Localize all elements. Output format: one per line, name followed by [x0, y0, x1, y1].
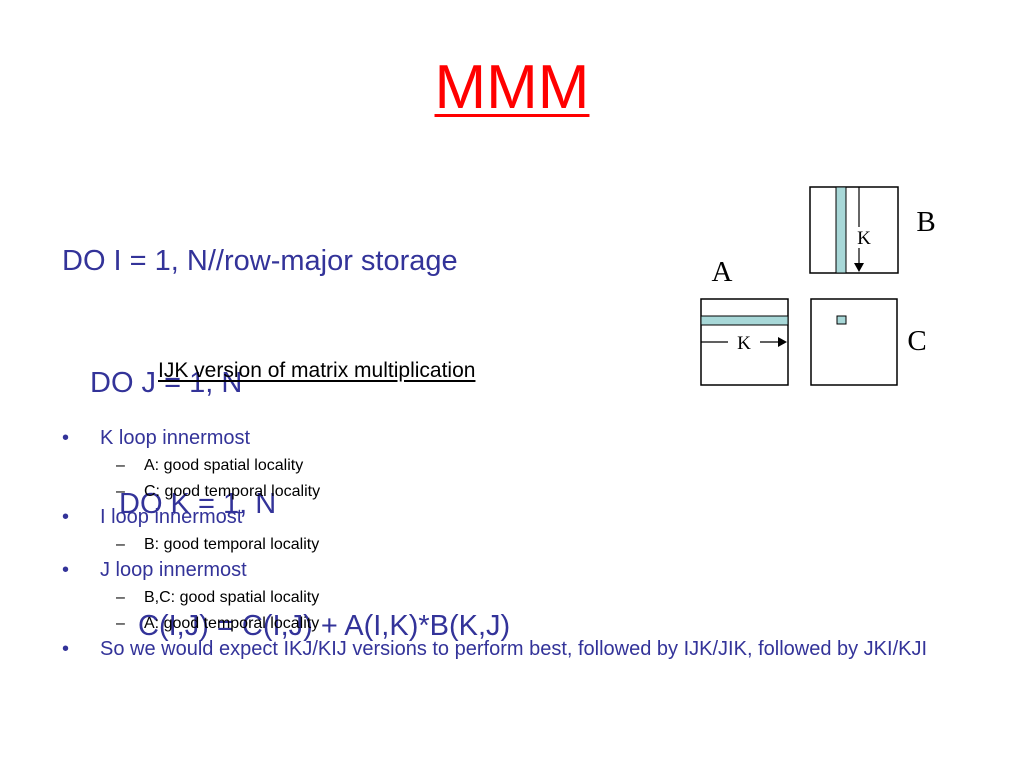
sub-bullet-text: B: good temporal locality [144, 536, 320, 553]
matrix-c-element-highlight [837, 316, 846, 324]
sub-bullet-item: – C: good temporal locality [62, 479, 962, 505]
bullet-text: I loop innermost [100, 506, 243, 528]
sub-bullet-item: – B,C: good spatial locality [62, 585, 962, 611]
bullet-list: • K loop innermost – A: good spatial loc… [62, 426, 962, 663]
code-caption: IJK version of matrix multiplication [158, 359, 476, 382]
sub-bullet-marker: – [116, 457, 125, 474]
bullet-text: So we would expect IKJ/KIJ versions to p… [100, 638, 928, 660]
matrix-a-row-highlight [701, 316, 788, 325]
sub-bullet-item: – A: good spatial locality [62, 453, 962, 479]
matrix-c-element-outline [836, 315, 847, 325]
matrix-a-label: A [712, 256, 733, 288]
slide-title: MMM [434, 53, 590, 122]
matrix-a-k-label: K [737, 333, 751, 354]
matrix-b-column-highlight [836, 187, 846, 273]
sub-bullet-item: – A: good temporal locality [62, 611, 962, 637]
code-block: DO I = 1, N//row-major storage DO J = 1,… [62, 160, 510, 727]
bullet-text: K loop innermost [100, 427, 251, 449]
bullet-marker: • [62, 638, 70, 660]
bullet-item: • J loop innermost [62, 558, 962, 583]
matrix-b-label: B [916, 206, 935, 238]
code-line-loop-i: DO I = 1, N//row-major storage [62, 245, 458, 277]
sub-bullet-item: – B: good temporal locality [62, 532, 962, 558]
code-line-loop-k: DO K = 1, N [119, 488, 277, 520]
bullet-item: • So we would expect IKJ/KIJ versions to… [62, 637, 962, 661]
sub-bullet-text: A: good temporal locality [144, 615, 320, 632]
sub-bullet-marker: – [116, 615, 125, 632]
bullet-item: • I loop innermost [62, 505, 962, 530]
down-arrow-icon [854, 263, 864, 272]
matrix-a-row-outline [700, 315, 789, 326]
bullet-item: • K loop innermost [62, 426, 962, 451]
code-line-loop-j: DO J = 1, N [90, 366, 243, 399]
matrix-c-box [810, 298, 898, 386]
bullet-marker: • [62, 506, 70, 528]
matrix-b-k-label: K [857, 228, 871, 249]
matrix-b-box [809, 186, 899, 274]
matrix-a-box [700, 298, 789, 386]
sub-bullet-text: A: good spatial locality [144, 457, 304, 474]
matrix-c-label: C [907, 325, 926, 357]
sub-bullet-marker: – [116, 483, 125, 500]
bullet-text: J loop innermost [100, 559, 247, 581]
sub-bullet-text: C: good temporal locality [144, 483, 321, 500]
bullet-marker: • [62, 427, 70, 449]
sub-bullet-marker: – [116, 589, 125, 606]
right-arrow-icon [778, 337, 787, 347]
code-line-statement: C(I,J) = C(I,J) + A(I,K)*B(K,J) [138, 609, 511, 642]
matrix-b-column-outline [835, 186, 847, 274]
sub-bullet-text: B,C: good spatial locality [144, 589, 320, 606]
bullet-marker: • [62, 559, 70, 581]
sub-bullet-marker: – [116, 536, 125, 553]
